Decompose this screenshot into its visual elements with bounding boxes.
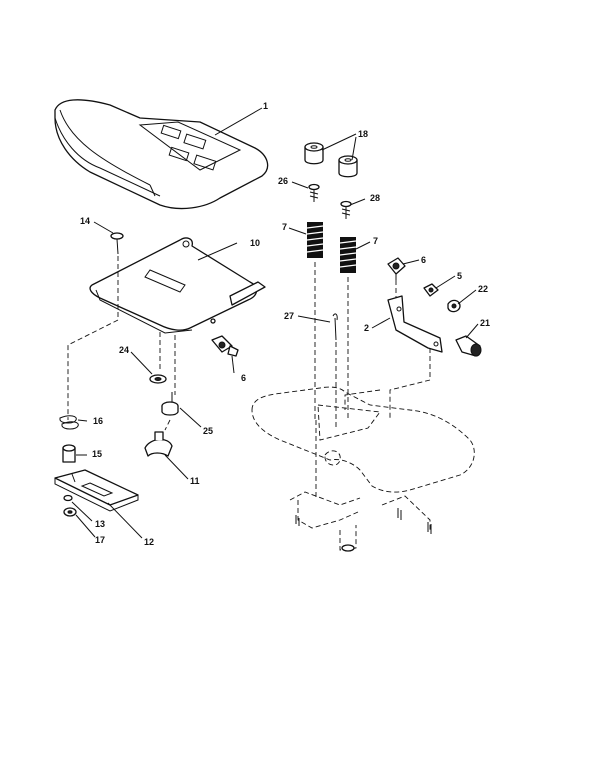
nut-5 [423, 283, 439, 297]
stud-left [295, 515, 300, 526]
callout-6-right: 6 [421, 255, 426, 265]
knob-11 [144, 431, 173, 457]
washer-22 [447, 299, 461, 313]
tractor-frame [251, 386, 475, 551]
bolt-25 [161, 392, 179, 416]
callout-13: 13 [95, 519, 105, 529]
spring-7-right [339, 237, 357, 273]
pin-27 [332, 313, 338, 341]
spring-16 [59, 415, 79, 430]
spring-7-left [306, 222, 324, 258]
callout-21: 21 [480, 318, 490, 328]
slide-plate-12 [54, 469, 139, 512]
nut-17 [63, 507, 77, 517]
nut-6-right [387, 257, 406, 280]
washer-24 [149, 374, 167, 384]
seat-pan [89, 237, 266, 334]
callout-14: 14 [80, 216, 90, 226]
callout-22: 22 [478, 284, 488, 294]
spacer-18-right [338, 155, 358, 178]
callout-7-right: 7 [373, 236, 378, 246]
callout-17: 17 [95, 535, 105, 545]
callout-26: 26 [278, 176, 288, 186]
stud-right [427, 522, 432, 534]
knob-21 [455, 335, 482, 357]
screw-14 [110, 232, 124, 255]
seat [54, 99, 269, 210]
leader-lines [71, 107, 479, 539]
callout-18: 18 [358, 129, 368, 139]
callout-24: 24 [119, 345, 129, 355]
callout-2: 2 [364, 323, 369, 333]
callout-1: 1 [263, 101, 268, 111]
callout-10: 10 [250, 238, 260, 248]
stud-center [397, 508, 402, 520]
bolt-26 [308, 183, 320, 202]
washer-13 [63, 494, 73, 502]
callout-12: 12 [144, 537, 154, 547]
callout-6-left: 6 [241, 373, 246, 383]
callout-7-left: 7 [282, 222, 287, 232]
spacer-18-left [304, 142, 324, 165]
bracket-2 [387, 295, 443, 353]
callout-27: 27 [284, 311, 294, 321]
assembly-line-left [67, 256, 119, 420]
frame-nut [341, 544, 355, 552]
bolt-28 [340, 200, 352, 219]
nut-6-left [210, 318, 239, 357]
callout-15: 15 [92, 449, 102, 459]
callout-16: 16 [93, 416, 103, 426]
bushing-15 [62, 444, 76, 463]
callout-28: 28 [370, 193, 380, 203]
callout-11: 11 [190, 476, 200, 486]
callout-5: 5 [457, 271, 462, 281]
callout-25: 25 [203, 426, 213, 436]
